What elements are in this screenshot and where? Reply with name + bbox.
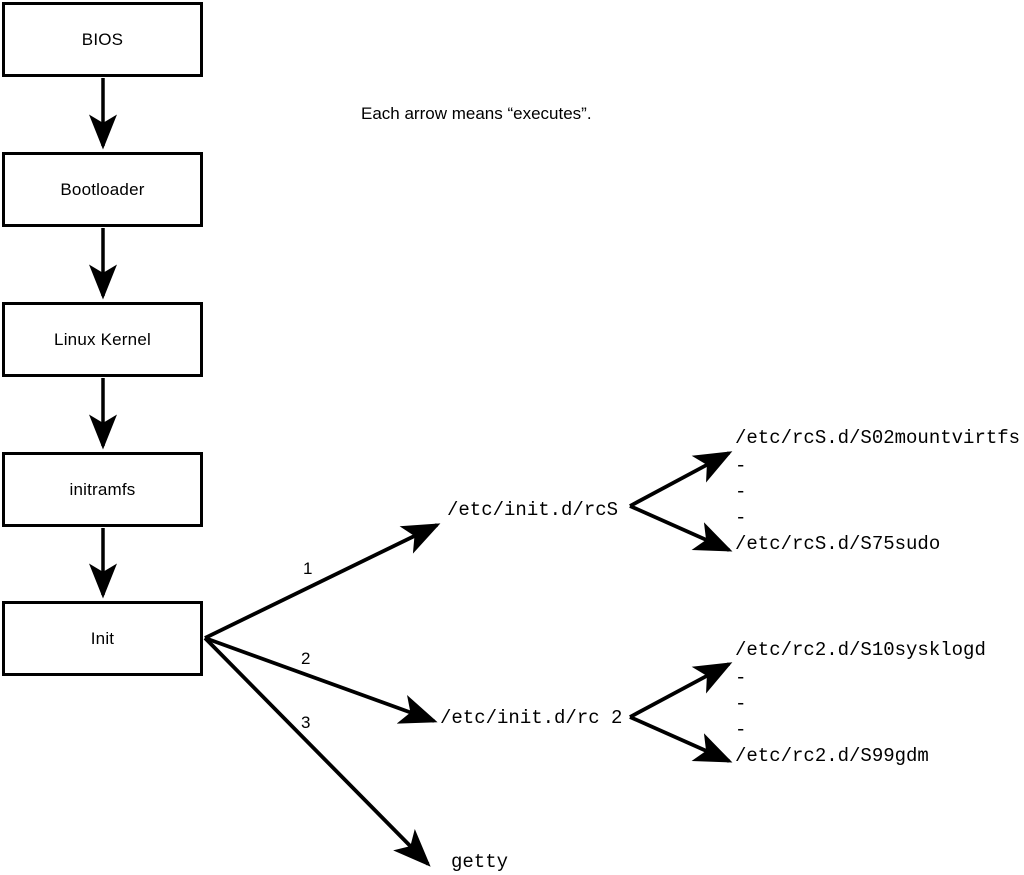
rcs-ellipsis-dash-2: - [735,481,747,503]
label-init-d-rcs[interactable]: /etc/init.d/rcS [447,499,619,521]
arrow-init-to-rc2 [204,636,438,724]
node-box-bootloader[interactable]: Bootloader [2,152,203,227]
arrow-init-to-rcs [204,523,441,640]
label-rc2-script-last[interactable]: /etc/rc2.d/S99gdm [735,745,929,767]
arrow-rc2-to-last-script [629,715,733,763]
arrow-init-to-getty [203,636,431,867]
edge-number-1: 1 [303,559,313,578]
node-box-init[interactable]: Init [2,601,203,676]
label-init-d-rc2[interactable]: /etc/init.d/rc 2 [440,707,623,729]
rc2-ellipsis-dash-2: - [735,693,747,715]
arrow-rc2-to-first-script [629,662,733,719]
label-getty[interactable]: getty [451,851,509,873]
rcs-ellipsis-dash-3: - [735,507,747,529]
node-box-initramfs[interactable]: initramfs [2,452,203,527]
arrow-rcs-to-last-script [629,504,733,552]
label-rcs-script-last[interactable]: /etc/rcS.d/S75sudo [735,533,941,555]
node-label-initramfs: initramfs [69,480,136,499]
rc2-ellipsis-dash-3: - [735,719,747,741]
edge-number-3: 3 [301,713,311,732]
rcs-ellipsis-dash-1: - [735,455,747,477]
label-rcs-script-first[interactable]: /etc/rcS.d/S02mountvirtfs [735,427,1021,449]
node-label-bios: BIOS [81,30,124,49]
label-rc2-script-first[interactable]: /etc/rc2.d/S10sysklogd [735,639,986,661]
arrow-rcs-to-first-script [629,451,733,508]
rc2-ellipsis-dash-1: - [735,667,747,689]
edge-number-2: 2 [301,649,311,668]
node-label-init: Init [90,629,115,648]
node-label-linux-kernel: Linux Kernel [54,330,151,349]
node-label-bootloader: Bootloader [60,180,145,199]
node-box-linux-kernel[interactable]: Linux Kernel [2,302,203,377]
node-box-bios[interactable]: BIOS [2,2,203,77]
diagram-caption: Each arrow means “executes”. [361,104,592,123]
